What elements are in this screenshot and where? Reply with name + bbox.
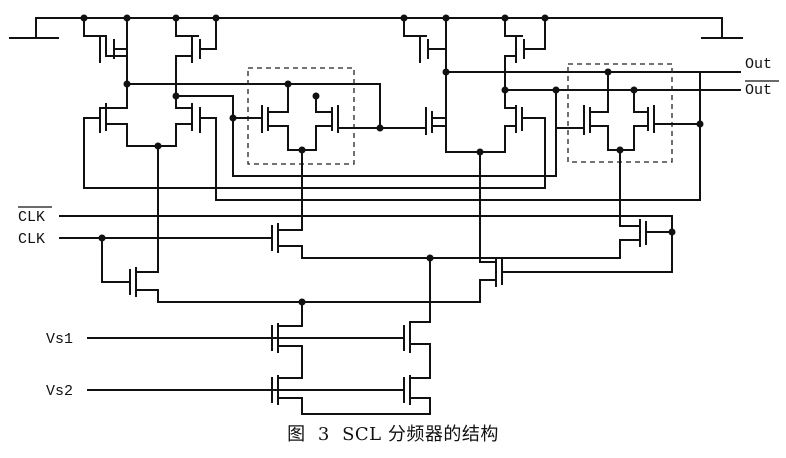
- out-label: Out: [745, 56, 772, 73]
- caption-fig: 图: [287, 424, 306, 445]
- right-latch-box: [215, 63, 701, 227]
- clk-label: CLK: [18, 231, 45, 248]
- out-bar-label: Out: [745, 82, 772, 99]
- junction-dots: [80, 14, 704, 306]
- vs2-label: Vs2: [46, 383, 73, 400]
- figure-caption: 图 3 SCL 分频器的结构: [0, 420, 786, 446]
- caption-number: 3: [317, 424, 330, 445]
- right-input-pair: [83, 71, 741, 263]
- left-input-pair: [83, 83, 381, 271]
- clock-stage: [59, 215, 673, 303]
- vs1-label: Vs1: [46, 331, 73, 348]
- ground-rail: [9, 17, 743, 39]
- clk-bar-label: CLK: [18, 209, 45, 226]
- caption-text: SCL 分频器的结构: [342, 424, 499, 445]
- current-sources: [87, 301, 431, 415]
